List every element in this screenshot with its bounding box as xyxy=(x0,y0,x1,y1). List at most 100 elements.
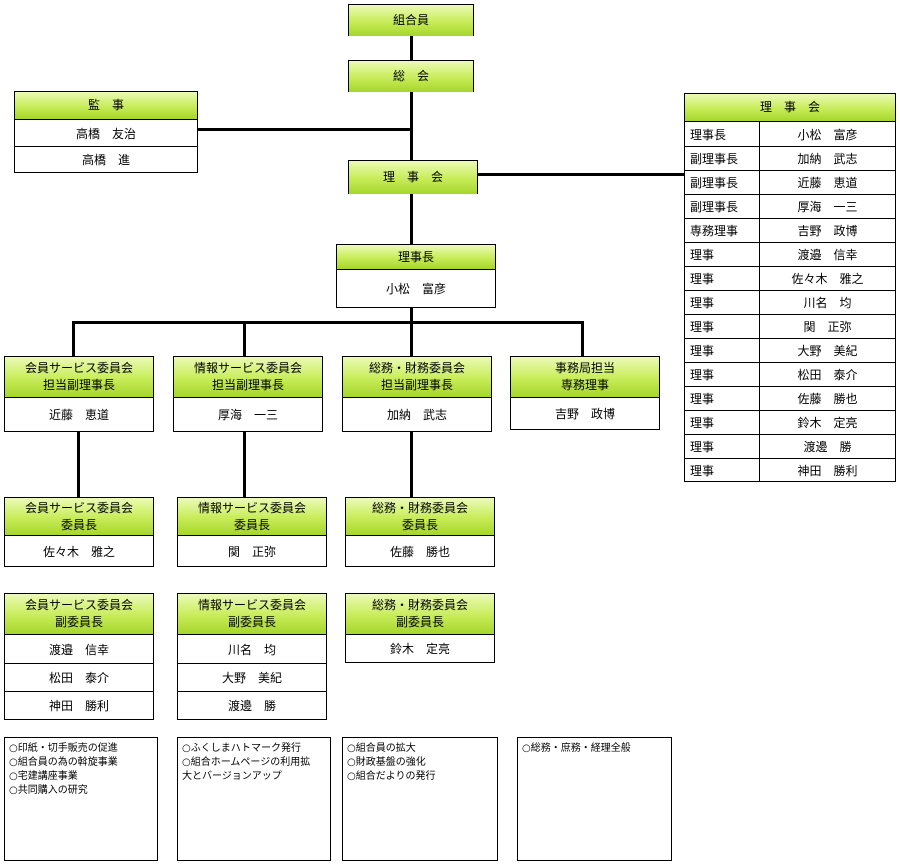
board-member-name: 近藤 恵道 xyxy=(797,176,858,190)
chair-title-line: 委員長 xyxy=(60,517,97,532)
duties-general-finance: ○組合員の拡大 ○財政基盤の強化 ○組合だよりの発行 xyxy=(342,737,498,861)
board-role: 理事 xyxy=(685,435,760,458)
chair-title-line: 総務・財務委員会 xyxy=(371,500,468,515)
board-list-row: 理事渡邊 勝 xyxy=(685,434,895,458)
board-role: 専務理事 xyxy=(685,219,760,242)
duty-item: 大とバージョンアップ xyxy=(182,771,282,782)
vice-chair-title-line: 情報サービス委員会 xyxy=(197,598,306,612)
board-list-row: 副理事長 加納 武志 xyxy=(685,146,895,170)
board-list-row: 理事佐々木 雅之 xyxy=(685,266,895,290)
director-box-general-finance: 総務・財務委員会 担当副理事長 加納 武志 xyxy=(342,356,492,432)
vice-chair-title-line: 副委員長 xyxy=(54,615,103,629)
chair-title: 会員サービス委員会 委員長 xyxy=(5,498,153,536)
board-member-name: 川名 均 xyxy=(803,296,852,310)
members-title: 組合員 xyxy=(349,5,473,36)
board-role: 理事 xyxy=(685,339,760,362)
board-role: 副理事長 xyxy=(685,147,760,170)
duty-item: ○組合だよりの発行 xyxy=(347,771,436,782)
duty-item: ○総務・庶務・経理全般 xyxy=(522,743,631,754)
director-box-secretariat: 事務局担当 専務理事 吉野 政博 xyxy=(510,356,660,430)
board-role: 理事 xyxy=(685,459,760,482)
duty-item: ○ふくしまハトマーク発行 xyxy=(182,743,302,754)
chair-title-line: 委員長 xyxy=(401,517,438,532)
board-list-row: 専務理事 吉野 政博 xyxy=(685,218,895,242)
chair-name: 佐々木 雅之 xyxy=(42,544,115,559)
board-member-name: 吉野 政博 xyxy=(797,224,858,238)
duty-item: ○印紙・切手販売の促進 xyxy=(9,743,118,754)
chairman-name: 小松 富彦 xyxy=(385,282,446,296)
vice-chair-name: 川名 均 xyxy=(227,642,276,657)
duty-item: ○組合員の拡大 xyxy=(347,743,416,754)
duty-item: ○共同購入の研究 xyxy=(9,785,88,796)
vice-chair-title: 総務・財務委員会 副委員長 xyxy=(346,594,494,635)
connector-director-chair-2 xyxy=(243,431,246,497)
board-list-row: 副理事長厚海 一三 xyxy=(685,194,895,218)
board-title: 理 事 会 xyxy=(349,161,477,194)
board-list-row: 理事 大野 美紀 xyxy=(685,338,895,362)
board-role: 副理事長 xyxy=(685,171,760,194)
chair-title-line: 会員サービス委員会 xyxy=(24,500,133,515)
board-member-name: 関 正弥 xyxy=(803,320,852,334)
board-role: 理事 xyxy=(685,363,760,386)
duties-info-service: ○ふくしまハトマーク発行 ○組合ホームページの利用拡 大とバージョンアップ xyxy=(177,737,331,861)
board-member-name: 鈴木 定亮 xyxy=(797,416,858,430)
board-member-name: 大野 美紀 xyxy=(797,344,858,358)
board-role: 理事 xyxy=(685,315,760,338)
director-box-member-service: 会員サービス委員会 担当副理事長 近藤 恵道 xyxy=(4,356,154,432)
duty-item: ○組合ホームページの利用拡 xyxy=(182,757,311,768)
director-name: 加納 武志 xyxy=(386,408,447,422)
board-list-row: 理事 関 正弥 xyxy=(685,314,895,338)
vice-chair-name: 渡邊 勝 xyxy=(178,691,326,719)
board-list-row: 理事川名 均 xyxy=(685,290,895,314)
connector-members-meeting xyxy=(410,35,413,60)
chair-title: 総務・財務委員会 委員長 xyxy=(346,498,494,536)
board-member-name: 渡邉 信幸 xyxy=(797,248,858,262)
vice-chair-title-line: 総務・財務委員会 xyxy=(371,598,468,612)
vice-chair-box-info-service: 情報サービス委員会 副委員長 川名 均 大野 美紀 渡邊 勝 xyxy=(177,593,327,720)
vice-chair-name: 松田 泰介 xyxy=(5,663,153,691)
auditor-name: 高橋 進 xyxy=(15,146,197,172)
board-list-row: 理事 神田 勝利 xyxy=(685,458,895,482)
board-member-name: 加納 武志 xyxy=(797,152,858,166)
duty-item: ○宅建講座事業 xyxy=(9,771,78,782)
board-member-name: 松田 泰介 xyxy=(797,368,858,382)
board-list-table: 理 事 会 理事長小松 富彦副理事長加納 武志副理事長近藤 恵道副理事長厚海 一… xyxy=(684,93,896,482)
board-list-title: 理 事 会 xyxy=(685,94,895,122)
duty-item: ○組合員の為の斡旋事業 xyxy=(9,757,118,768)
board-list-row: 理事 渡邉 信幸 xyxy=(685,242,895,266)
connector-branch-bar xyxy=(72,321,584,324)
board-list-row: 副理事長 近藤 恵道 xyxy=(685,170,895,194)
members-box: 組合員 xyxy=(348,4,474,36)
auditors-title: 監 事 xyxy=(15,92,197,120)
chair-title-line: 委員長 xyxy=(233,517,270,532)
director-name: 吉野 政博 xyxy=(554,407,615,421)
auditor-name: 高橋 友治 xyxy=(75,126,136,141)
duty-item: ○財政基盤の強化 xyxy=(347,757,426,768)
vice-chair-title: 情報サービス委員会 副委員長 xyxy=(178,594,326,635)
director-title-line: 担当副理事長 xyxy=(42,378,115,392)
director-name: 厚海 一三 xyxy=(217,408,278,422)
vice-chair-box-member-service: 会員サービス委員会 副委員長 渡邉 信幸 松田 泰介 神田 勝利 xyxy=(4,593,154,720)
vice-chair-title-line: 会員サービス委員会 xyxy=(24,598,133,612)
board-list-row: 理事鈴木 定亮 xyxy=(685,410,895,434)
chair-title: 情報サービス委員会 委員長 xyxy=(178,498,326,536)
vice-chair-title: 会員サービス委員会 副委員長 xyxy=(5,594,153,635)
board-member-name: 神田 勝利 xyxy=(797,464,858,478)
chairman-title: 理事長 xyxy=(337,245,495,270)
board-member-name: 小松 富彦 xyxy=(797,127,858,142)
director-title-line: 事務局担当 xyxy=(554,361,615,375)
connector-branch-1 xyxy=(72,321,75,356)
director-box-info-service: 情報サービス委員会 担当副理事長 厚海 一三 xyxy=(173,356,323,432)
board-role: 理事 xyxy=(685,387,760,410)
director-title-line: 担当副理事長 xyxy=(380,378,453,392)
vice-chair-name: 神田 勝利 xyxy=(5,691,153,719)
connector-branch-4 xyxy=(581,321,584,356)
board-role: 理事 xyxy=(685,267,760,290)
vice-chair-name: 鈴木 定亮 xyxy=(389,642,450,656)
connector-auditors xyxy=(197,128,412,131)
chairman-box: 理事長 小松 富彦 xyxy=(336,244,496,308)
board-role: 理事 xyxy=(685,243,760,266)
board-role: 副理事長 xyxy=(685,195,760,218)
board-list-rows: 理事長小松 富彦副理事長加納 武志副理事長近藤 恵道副理事長厚海 一三専務理事吉… xyxy=(685,122,895,482)
board-member-name: 佐藤 勝也 xyxy=(797,392,858,406)
